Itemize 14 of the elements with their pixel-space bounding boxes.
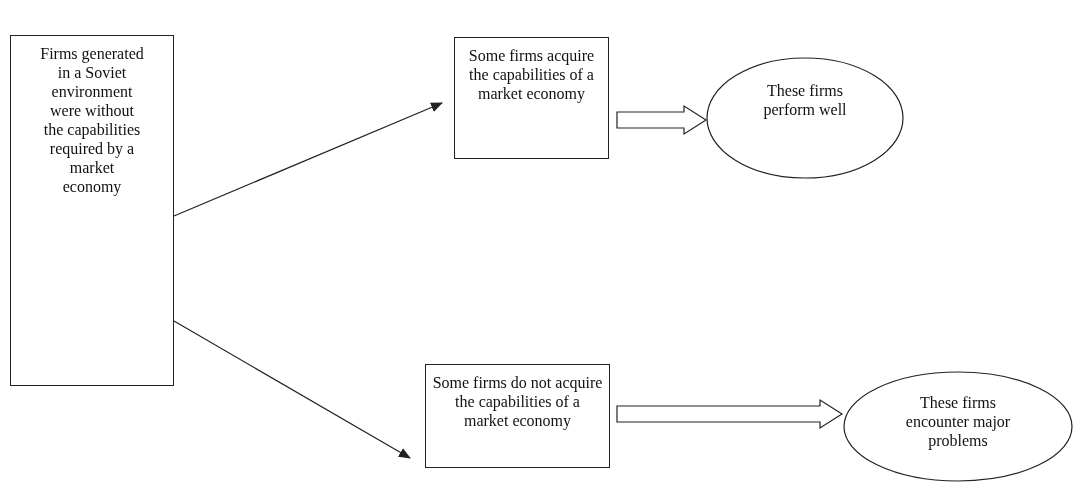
node-text: Firms generated in a Soviet environment were without the capabilities required by a market economy bbox=[39, 44, 145, 196]
outcome-ellipse bbox=[706, 57, 904, 179]
arrow bbox=[173, 320, 411, 459]
node-text: These firms perform well bbox=[762, 81, 848, 119]
process-box bbox=[10, 35, 174, 386]
block-arrow bbox=[616, 104, 708, 136]
arrow bbox=[173, 102, 443, 217]
node-text: Some firms acquire the capabilities of a market economy bbox=[467, 46, 596, 103]
process-box bbox=[454, 37, 609, 159]
outcome-ellipse bbox=[843, 371, 1073, 482]
node-text: These firms encounter major problems bbox=[904, 393, 1012, 450]
process-box bbox=[425, 364, 610, 468]
block-arrow bbox=[616, 398, 844, 430]
node-text: Some firms do not acquire the capabilities of a market economy bbox=[432, 373, 603, 430]
